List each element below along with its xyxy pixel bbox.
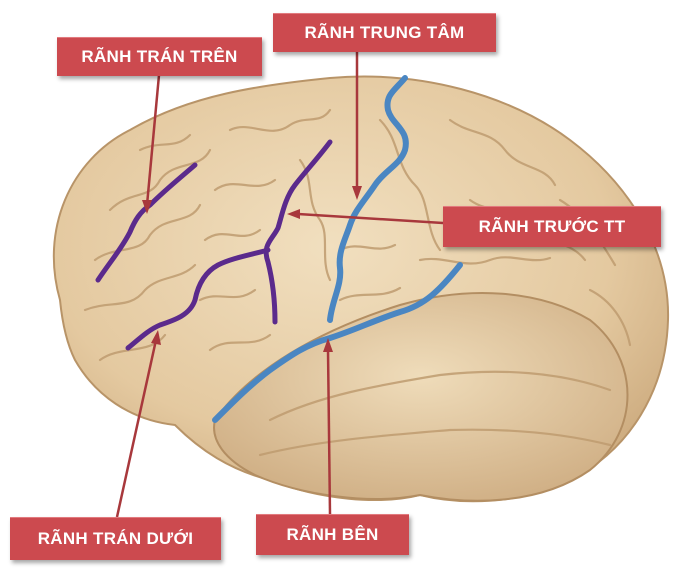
label-lateral-sulcus: RÃNH BÊN bbox=[256, 514, 409, 555]
pointer-precentral bbox=[297, 212, 444, 225]
precentral-sulcus-trace bbox=[263, 139, 333, 325]
arrowhead-precentral bbox=[287, 209, 300, 219]
pointer-lateral bbox=[326, 349, 332, 515]
label-superior-frontal-sulcus: RÃNH TRÁN TRÊN bbox=[57, 37, 262, 76]
central-sulcus-trace bbox=[327, 75, 409, 323]
label-central-sulcus: RÃNH TRUNG TÂM bbox=[273, 13, 496, 52]
arrowhead-superior-frontal bbox=[142, 200, 152, 214]
label-precentral-sulcus: RÃNH TRƯỚC TT bbox=[443, 206, 661, 247]
superior-frontal-sulcus-trace bbox=[95, 162, 198, 283]
pointer-inferior-frontal bbox=[115, 339, 158, 518]
arrowhead-lateral bbox=[323, 338, 333, 352]
lateral-sulcus-trace bbox=[212, 262, 463, 423]
label-inferior-frontal-sulcus: RÃNH TRÁN DƯỚI bbox=[10, 517, 221, 560]
inferior-frontal-sulcus-trace bbox=[125, 247, 271, 351]
arrowhead-central bbox=[352, 186, 362, 200]
pointer-superior-frontal bbox=[145, 74, 161, 206]
arrowhead-inferior-frontal bbox=[151, 330, 161, 345]
pointer-lines bbox=[115, 51, 444, 518]
